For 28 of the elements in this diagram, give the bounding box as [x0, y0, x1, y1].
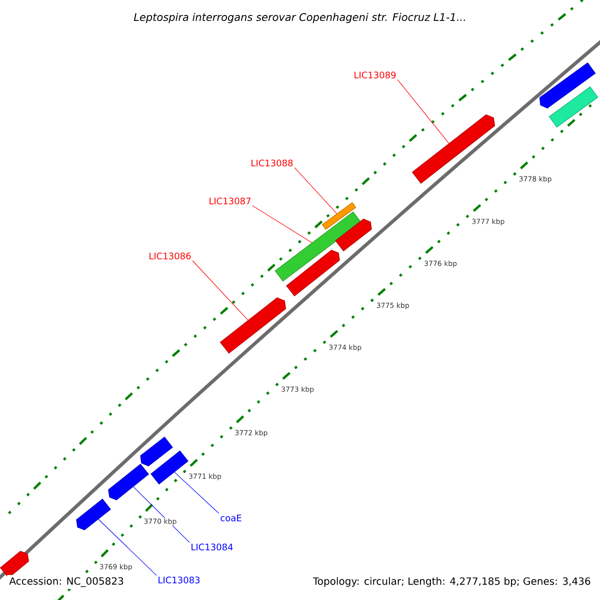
gene-label: LIC13087	[210, 198, 250, 204]
gene-block	[76, 498, 111, 530]
gene-block	[140, 436, 173, 466]
gene-label: LIC13088	[252, 160, 293, 166]
gene-block	[220, 297, 286, 354]
footer-text: Topology: circular; Length: 4,277,185 bp; Genes: 3,436	[310, 575, 593, 589]
gene-block	[150, 450, 188, 485]
gene-label: coaE	[220, 514, 242, 522]
leader-line	[252, 205, 312, 243]
gene-block	[322, 202, 356, 230]
leader-line	[294, 167, 338, 214]
gene-block	[539, 62, 596, 108]
leader-line	[98, 518, 157, 576]
footer-text: Accession: NC_005823	[7, 575, 126, 589]
leader-line	[133, 486, 190, 543]
gene-label: LIC13089	[354, 72, 396, 78]
gene-label: LIC13086	[150, 252, 191, 260]
gene-block	[548, 86, 598, 128]
gene-block	[108, 464, 149, 500]
gene-block	[335, 218, 372, 252]
leader-line	[397, 79, 450, 144]
title: Leptospira interrogans serovar Copenhageni str. Fiocruz L1-1...	[134, 12, 466, 24]
leader-line	[174, 472, 220, 514]
leader-line	[192, 260, 248, 320]
gene-label: LIC13084	[192, 544, 233, 550]
gene-block	[0, 550, 29, 578]
gene-label: LIC13083	[158, 576, 200, 584]
gene-block	[286, 250, 340, 296]
